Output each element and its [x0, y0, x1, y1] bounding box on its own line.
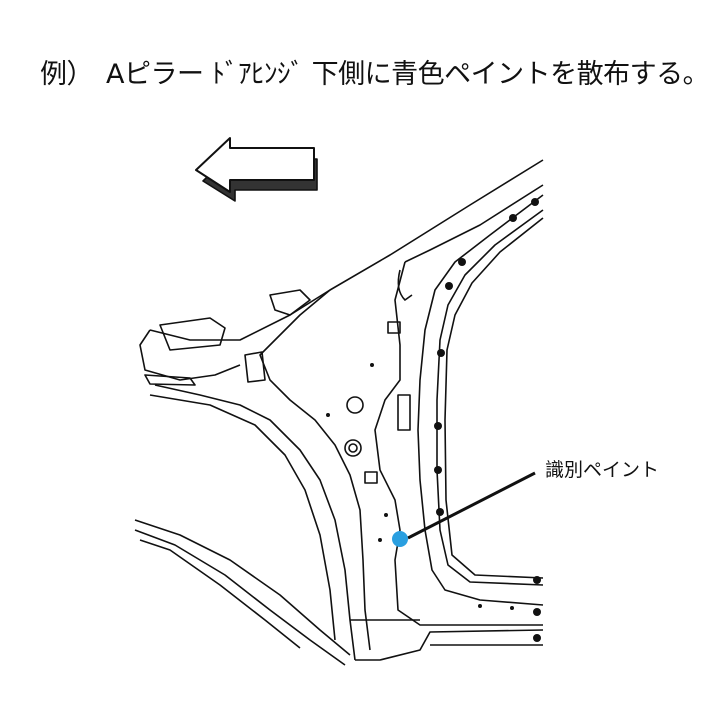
- pillar-outline: [134, 159, 544, 666]
- direction-arrow-icon: [195, 137, 318, 202]
- weld-points: [326, 198, 541, 642]
- callout-leader-line: [407, 471, 536, 540]
- identification-paint-label: 識別ペイント: [545, 459, 660, 481]
- instruction-title: 例） Aピラー ﾄﾞｱﾋﾝｼﾞ 下側に青色ペイントを散布する。: [40, 59, 710, 90]
- blue-paint-spot: [392, 531, 408, 547]
